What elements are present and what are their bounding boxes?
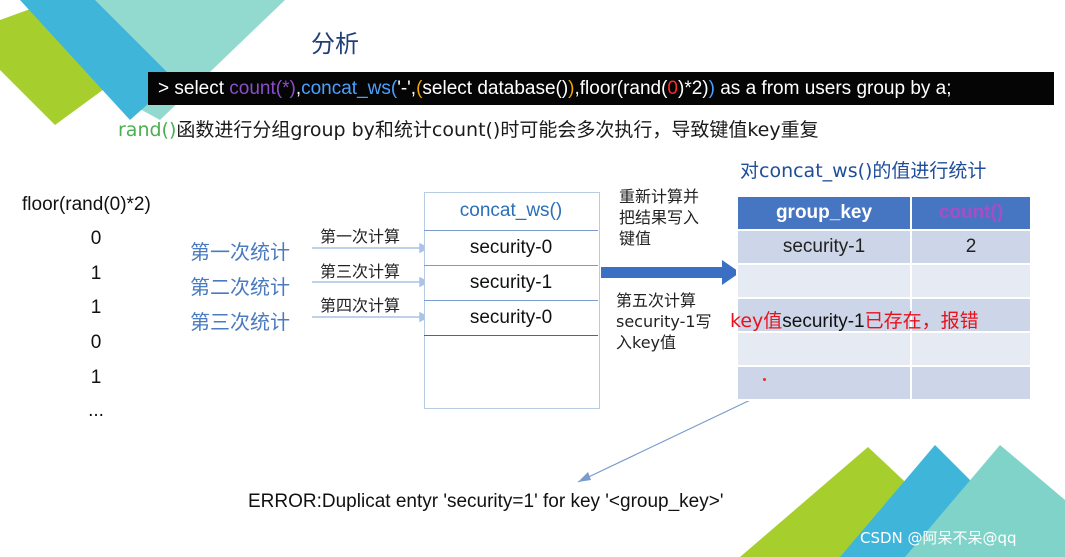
- stat-label: 第二次统计: [190, 275, 290, 299]
- sql-count-fn: count(*): [229, 78, 296, 99]
- page-title: 分析: [311, 30, 359, 58]
- annotation-key: key值: [730, 310, 783, 332]
- rand-fn: rand(): [118, 119, 177, 141]
- error-message: ERROR:Duplicat entyr 'security=1' for ke…: [248, 491, 724, 512]
- header-count: count(): [910, 195, 1032, 231]
- sql-comma: ,: [295, 78, 302, 99]
- header-group-key: group_key: [736, 195, 912, 231]
- floor-value: 0: [90, 332, 102, 353]
- count-cell: [910, 331, 1032, 367]
- sql-concat-fn: concat_ws(: [301, 78, 398, 99]
- deco-lime-top: [0, 0, 130, 125]
- table-header-row: group_key count(): [736, 195, 1032, 231]
- fifth-calc-line: security-1写: [616, 312, 712, 331]
- calc-label: 第三次计算: [320, 262, 401, 281]
- table-row: [736, 365, 1032, 401]
- group-key-cell: [736, 297, 912, 333]
- floor-value: 0: [90, 228, 102, 249]
- floor-label: floor(rand(0)*2): [22, 194, 151, 215]
- duplicate-key-annotation: key值security-1已存在，报错: [730, 306, 979, 333]
- stat-label: 第一次统计: [190, 240, 290, 264]
- fifth-calc-line: 入key值: [616, 333, 677, 352]
- floor-value: ...: [88, 400, 104, 421]
- group-key-cell: [736, 263, 912, 299]
- annotation-value: security-1: [782, 311, 865, 332]
- stat-label: 第三次统计: [190, 310, 290, 334]
- sql-separator: '-',: [397, 78, 417, 99]
- rand-note-text: 函数进行分组group by和统计count()时可能会多次执行，导致键值key…: [176, 119, 819, 141]
- floor-value: 1: [90, 297, 102, 318]
- concat-cell: security-1: [424, 265, 598, 300]
- count-cell: [910, 297, 1032, 333]
- group-key-cell: [736, 331, 912, 367]
- count-cell: [910, 365, 1032, 401]
- count-cell: [910, 263, 1032, 299]
- big-arrow: [601, 260, 740, 285]
- concat-cell: security-0: [424, 300, 598, 336]
- floor-value: 1: [90, 263, 102, 284]
- fifth-calc-note: 第五次计算 security-1写 入key值: [616, 290, 712, 353]
- sql-select-db: select database(): [422, 78, 569, 99]
- table-row: [736, 263, 1032, 299]
- calc-label: 第四次计算: [320, 296, 401, 315]
- group-key-cell: [736, 365, 912, 401]
- table-row: [736, 297, 1032, 333]
- recompute-line: 键值: [619, 229, 652, 248]
- deco-teal-bottom: [905, 445, 1065, 557]
- group-key-cell: security-1: [736, 229, 912, 265]
- concat-box-header: concat_ws(): [459, 200, 563, 221]
- deco-blue-top: [20, 0, 175, 120]
- watermark: CSDN @阿呆不呆@qq: [860, 529, 1017, 547]
- table-row: [736, 331, 1032, 367]
- sql-paren-close: ): [568, 78, 575, 99]
- red-dot: [763, 378, 766, 381]
- concat-cell: security-0: [424, 230, 598, 265]
- table-title: 对concat_ws()的值进行统计: [740, 160, 987, 182]
- calc-label: 第一次计算: [320, 227, 401, 246]
- count-cell: 2: [910, 229, 1032, 265]
- sql-paren-open: (: [416, 78, 423, 99]
- recompute-line: 重新计算并: [619, 187, 700, 206]
- recompute-note: 重新计算并 把结果写入 键值: [619, 186, 699, 249]
- sql-zero: 0: [667, 78, 678, 99]
- annotation-error: 已存在，报错: [864, 310, 979, 332]
- sql-query-bar: > select count(*),concat_ws('-',(select …: [148, 72, 1054, 105]
- floor-value: 1: [90, 367, 102, 388]
- sql-floor-rand: ,floor(rand(: [574, 78, 668, 99]
- sql-tail: as a from users group by a;: [714, 78, 952, 99]
- table-row: security-1 2: [736, 229, 1032, 265]
- recompute-line: 把结果写入: [619, 208, 700, 227]
- group-key-table: group_key count() security-1 2: [736, 195, 1032, 401]
- sql-rest: )*2): [678, 78, 709, 99]
- rand-note: rand()函数进行分组group by和统计count()时可能会多次执行，导…: [118, 115, 819, 142]
- fifth-calc-line: 第五次计算: [616, 291, 697, 310]
- sql-close-concat: ): [708, 78, 715, 99]
- sql-prefix: > select: [158, 78, 230, 99]
